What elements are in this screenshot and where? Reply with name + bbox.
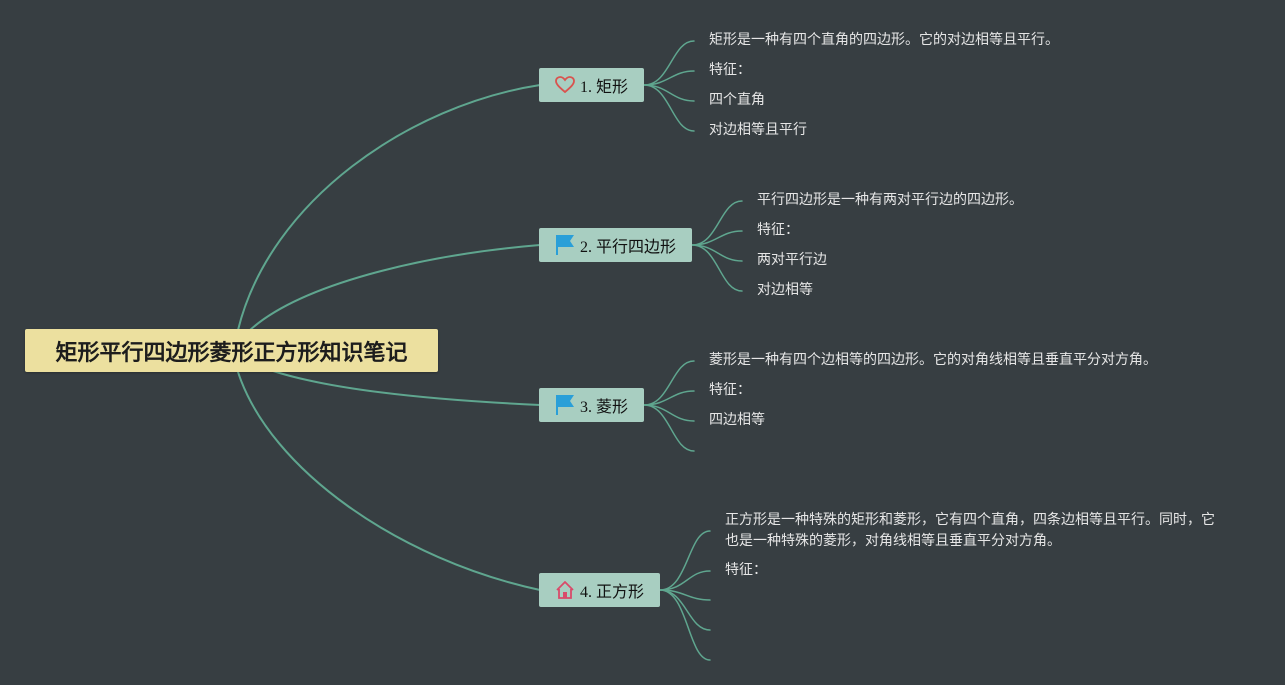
leaf-link-1-1 <box>643 40 695 86</box>
flag-icon <box>555 235 575 255</box>
leaf-link-2-4 <box>691 244 743 292</box>
home-icon <box>555 580 575 600</box>
topic-label: 3. 菱形 <box>579 399 628 416</box>
leaf-link-4-4 <box>659 589 711 631</box>
leaf-text[interactable]: 特征： <box>757 223 799 238</box>
leaf-link-1-4 <box>643 84 695 132</box>
leaf-text[interactable]: 对边相等 <box>757 283 813 298</box>
leaf-link-2-1 <box>691 200 743 246</box>
root-topic[interactable]: 矩形平行四边形菱形正方形知识笔记 <box>25 329 438 372</box>
root-title: 矩形平行四边形菱形正方形知识笔记 <box>55 340 408 366</box>
leaf-link-3-4 <box>643 404 695 452</box>
leaf-link-3-1 <box>643 360 695 406</box>
topic-node-square[interactable]: 4. 正方形 <box>539 573 660 607</box>
leaf-text[interactable]: 平行四边形是一种有两对平行边的四边形。 <box>757 193 1023 208</box>
root-link-3 <box>269 369 541 406</box>
leaf-text[interactable]: 特征： <box>709 383 751 398</box>
root-link-4 <box>237 371 541 591</box>
leaf-text[interactable]: 特征： <box>709 63 751 78</box>
leaf-link-3-3 <box>643 404 695 422</box>
heart-icon <box>555 75 575 95</box>
leaf-text[interactable]: 菱形是一种有四个边相等的四边形。它的对角线相等且垂直平分对方角。 <box>709 353 1157 368</box>
leaf-link-1-3 <box>643 84 695 102</box>
leaf-text[interactable]: 正方形是一种特殊的矩形和菱形，它有四个直角，四条边相等且平行。同时，它也是一种特… <box>725 513 1215 549</box>
topic-label: 4. 正方形 <box>579 584 644 601</box>
leaf-link-4-1 <box>659 530 711 591</box>
leaf-link-4-2 <box>659 570 711 591</box>
topic-node-rhombus[interactable]: 3. 菱形 <box>539 388 644 422</box>
leaf-link-2-3 <box>691 244 743 262</box>
leaf-text[interactable]: 四个直角 <box>709 93 765 108</box>
topic-label: 1. 矩形 <box>579 79 628 96</box>
topic-node-rectangle[interactable]: 1. 矩形 <box>539 68 644 102</box>
leaf-text[interactable]: 四边相等 <box>709 413 765 428</box>
leaf-link-4-5 <box>659 589 711 661</box>
leaf-text[interactable]: 矩形是一种有四个直角的四边形。它的对边相等且平行。 <box>709 33 1059 48</box>
leaf-text[interactable]: 特征： <box>725 563 767 578</box>
leaf-text[interactable]: 两对平行边 <box>757 253 827 268</box>
leaf-text[interactable]: 对边相等且平行 <box>709 123 807 138</box>
topic-node-parallelogram[interactable]: 2. 平行四边形 <box>539 228 692 262</box>
flag-icon <box>555 395 575 415</box>
root-link-1 <box>237 84 541 331</box>
topic-label: 2. 平行四边形 <box>579 239 676 256</box>
root-link-2 <box>249 244 541 331</box>
